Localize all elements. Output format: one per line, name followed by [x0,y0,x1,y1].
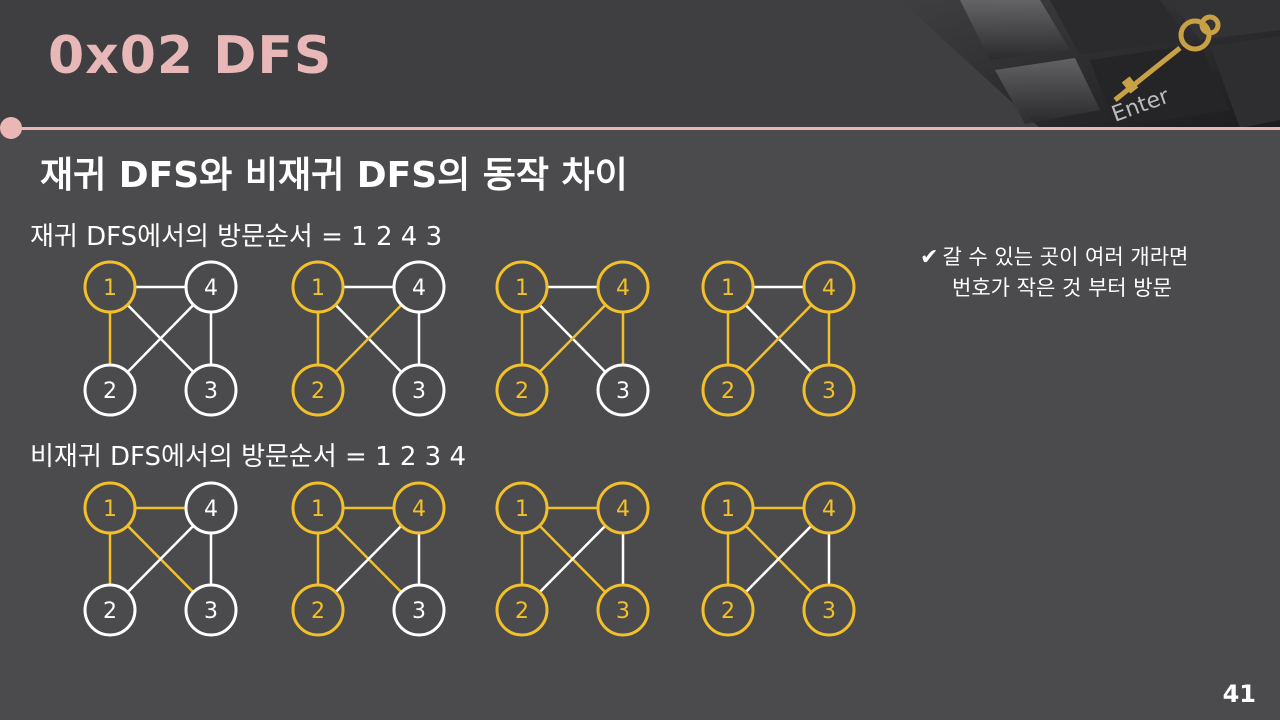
node-label-1: 1 [515,276,529,301]
edge-4-2 [744,303,813,374]
edge-4-2 [126,524,195,594]
node-label-2: 2 [515,599,529,624]
node-label-3: 3 [822,599,836,624]
check-icon: ✔ [920,245,939,270]
node-label-4: 4 [616,276,630,301]
node-label-3: 3 [204,379,218,404]
recursive-step-2: 1 4 2 3 [291,260,446,417]
page-number: 41 [1222,680,1256,708]
node-label-3: 3 [412,379,426,404]
node-2 [701,363,755,417]
nonrecursive-step-3: 1 4 2 3 [495,481,650,637]
node-label-1: 1 [103,276,117,301]
accent-line [10,127,1280,130]
node-4 [802,260,856,314]
node-2 [291,363,345,417]
node-4 [392,260,446,314]
node-3 [392,363,446,417]
node-label-4: 4 [822,497,836,522]
edge-4-2 [538,524,607,594]
node-3 [596,583,650,637]
edge-4-2 [744,524,813,594]
node-label-2: 2 [311,379,325,404]
node-label-4: 4 [204,497,218,522]
node-label-4: 4 [204,276,218,301]
node-2 [495,363,549,417]
node-1 [83,481,137,535]
slide-title: 0x02 DFS [48,26,333,86]
node-4 [596,481,650,535]
node-2 [291,583,345,637]
nonrecursive-order-label: 비재귀 DFS에서의 방문순서 = 1 2 3 4 [30,442,467,472]
node-2 [495,583,549,637]
node-label-2: 2 [721,599,735,624]
node-4 [802,481,856,535]
node-label-1: 1 [721,276,735,301]
node-4 [392,481,446,535]
node-1 [495,260,549,314]
nonrecursive-step-1: 1 4 2 3 [83,481,238,637]
node-label-2: 2 [103,379,117,404]
node-3 [596,363,650,417]
nonrecursive-step-4: 1 4 2 3 [701,481,856,637]
recursive-order-label: 재귀 DFS에서의 방문순서 = 1 2 4 3 [30,222,443,252]
node-3 [184,583,238,637]
node-1 [291,481,345,535]
node-label-2: 2 [515,379,529,404]
slide-subtitle: 재귀 DFS와 비재귀 DFS의 동작 차이 [40,155,628,196]
node-label-3: 3 [204,599,218,624]
edge-4-2 [334,524,403,594]
edge-4-2 [334,303,403,374]
node-3 [392,583,446,637]
node-label-4: 4 [412,497,426,522]
node-1 [701,260,755,314]
node-label-1: 1 [103,497,117,522]
node-3 [184,363,238,417]
recursive-step-4: 1 4 2 3 [701,260,856,417]
node-1 [701,481,755,535]
node-label-2: 2 [103,599,117,624]
node-label-3: 3 [616,379,630,404]
node-1 [495,481,549,535]
node-label-3: 3 [822,379,836,404]
node-label-1: 1 [721,497,735,522]
note-line-1: 갈 수 있는 곳이 여러 개라면 [942,245,1189,269]
node-label-2: 2 [721,379,735,404]
node-4 [184,260,238,314]
node-2 [701,583,755,637]
node-2 [83,363,137,417]
node-label-4: 4 [412,276,426,301]
node-2 [83,583,137,637]
node-1 [291,260,345,314]
nonrecursive-step-2: 1 4 2 3 [291,481,446,637]
edge-4-2 [126,303,195,374]
node-3 [802,583,856,637]
node-label-1: 1 [515,497,529,522]
node-label-4: 4 [822,276,836,301]
accent-dot [0,117,22,139]
node-4 [596,260,650,314]
node-label-4: 4 [616,497,630,522]
node-label-2: 2 [311,599,325,624]
recursive-step-3: 1 4 2 3 [495,260,650,417]
note-line-2: 번호가 작은 것 부터 방문 [952,276,1172,300]
node-label-1: 1 [311,497,325,522]
visit-rule-note: ✔갈 수 있는 곳이 여러 개라면 번호가 작은 것 부터 방문 [920,242,1188,303]
edge-4-2 [538,303,607,374]
node-label-3: 3 [616,599,630,624]
keyboard-key-photo: Enter [900,0,1280,128]
node-label-1: 1 [311,276,325,301]
node-4 [184,481,238,535]
node-1 [83,260,137,314]
node-label-3: 3 [412,599,426,624]
node-3 [802,363,856,417]
recursive-step-1: 1 4 2 3 [83,260,238,417]
